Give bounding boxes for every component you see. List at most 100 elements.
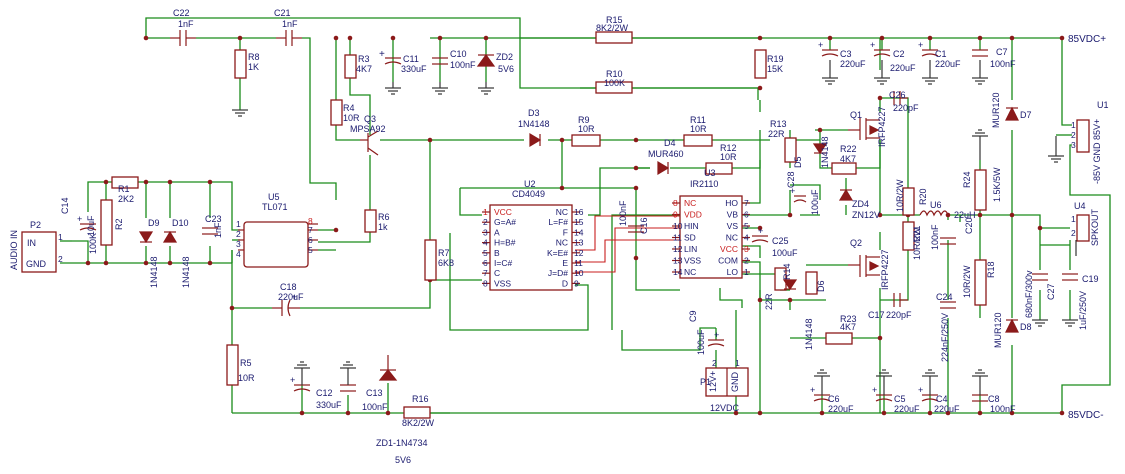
diode-d7: MUR120 D7 [991,92,1032,128]
svg-text:R2: R2 [114,218,124,230]
svg-text:C10: C10 [450,49,467,59]
svg-text:R15: R15 [606,15,623,25]
svg-text:22R: 22R [764,293,774,310]
diode-d9: D9 1N4148 [138,218,160,288]
svg-text:R23: R23 [840,314,857,324]
svg-text:U6: U6 [930,200,942,210]
svg-text:C6: C6 [828,394,840,404]
svg-text:R9: R9 [578,115,590,125]
svg-text:1nF: 1nF [178,19,194,29]
svg-text:10uF: 10uF [86,215,96,236]
inductor-u6: U6 22uH [919,200,976,220]
u3-pin-number: 3 [744,244,749,254]
rail-minus-label: 85VDC- [1068,410,1104,421]
svg-text:1: 1 [236,219,241,229]
svg-text:10R: 10R [690,124,707,134]
svg-text:1N4148: 1N4148 [181,256,191,288]
diode-d8: MUR120 D8 [993,312,1032,348]
connector-u1: U1 1 2 3 -85V GND 85V+ [1071,100,1109,184]
svg-text:R21: R21 [912,225,922,242]
u3-pin-number: 1 [744,267,749,277]
svg-text:220pF: 220pF [886,310,912,320]
svg-text:1K: 1K [248,62,259,72]
svg-text:2: 2 [236,229,241,239]
connector-p2: IN GND P2 AUDIO IN 1 2 [9,220,63,273]
svg-text:P1: P1 [700,377,711,387]
svg-text:-85V GND 85V+: -85V GND 85V+ [1092,119,1102,184]
u2-pin-name: K=E# [547,248,568,258]
u2-pin-number: 16 [574,207,584,217]
svg-text:2: 2 [712,358,717,368]
capacitor-c27: C27 680nF/300v [1024,270,1056,318]
svg-text:D3: D3 [528,108,540,118]
svg-text:2: 2 [1071,228,1076,238]
svg-text:GND: GND [730,372,740,393]
svg-text:IN: IN [27,238,36,248]
u3-pin-number: 2 [744,256,749,266]
svg-text:C2: C2 [893,49,905,59]
u2-pin-name: H=B# [494,238,516,248]
resistor-r18: R18 10R/2W [962,259,996,306]
u2-pin-number: 8 [483,278,488,288]
u3-pin-number: 12 [673,244,683,254]
svg-text:C28: C28 [786,171,796,188]
svg-text:22uH: 22uH [954,210,976,220]
u3-pin-name: NC [726,233,738,243]
svg-text:220pF: 220pF [893,103,919,113]
u2-pin-name: NC [556,207,568,217]
svg-text:100K: 100K [604,78,625,88]
svg-text:CD4049: CD4049 [512,189,545,199]
svg-text:D9: D9 [148,218,160,228]
svg-text:R16: R16 [412,394,429,404]
u3-pin-name: VS [727,221,739,231]
svg-text:100uF: 100uF [772,248,798,258]
svg-text:1.5K/5W: 1.5K/5W [992,167,1002,202]
svg-text:5V6: 5V6 [498,64,514,74]
svg-text:R6: R6 [378,212,390,222]
svg-text:220uF: 220uF [278,292,304,302]
capacitor-c19: C19 1uF/250V [1062,273,1099,330]
u3-pin-number: 10 [673,221,683,231]
svg-text:C14: C14 [60,197,70,214]
signal-wires [575,215,680,273]
svg-text:+: + [818,40,823,50]
svg-text:R20: R20 [918,188,928,205]
svg-text:1nF: 1nF [213,222,223,238]
svg-text:GND: GND [26,259,47,269]
resistor-r24: R24 1.5K/5W [962,167,1002,211]
svg-text:3: 3 [1071,140,1076,150]
svg-text:100uF: 100uF [696,329,706,355]
svg-text:220uF: 220uF [840,59,866,69]
u2-pin-number: 1 [483,207,488,217]
u2-pin-name: NC [556,238,568,248]
resistor-r20: 10R/2W R20 [895,179,928,216]
svg-text:10R/2W: 10R/2W [962,265,972,298]
diode-d10: D10 1N4148 [162,218,191,288]
svg-text:1: 1 [1071,214,1076,224]
svg-text:100nF: 100nF [990,59,1016,69]
svg-text:C18: C18 [280,282,297,292]
svg-text:330uF: 330uF [401,64,427,74]
svg-text:1N4148: 1N4148 [518,119,550,129]
svg-text:U1: U1 [1097,100,1109,110]
svg-text:10R: 10R [343,113,360,123]
u2-pin-number: 15 [574,217,584,227]
svg-text:C3: C3 [840,49,852,59]
u2-pin-number: 13 [574,238,584,248]
